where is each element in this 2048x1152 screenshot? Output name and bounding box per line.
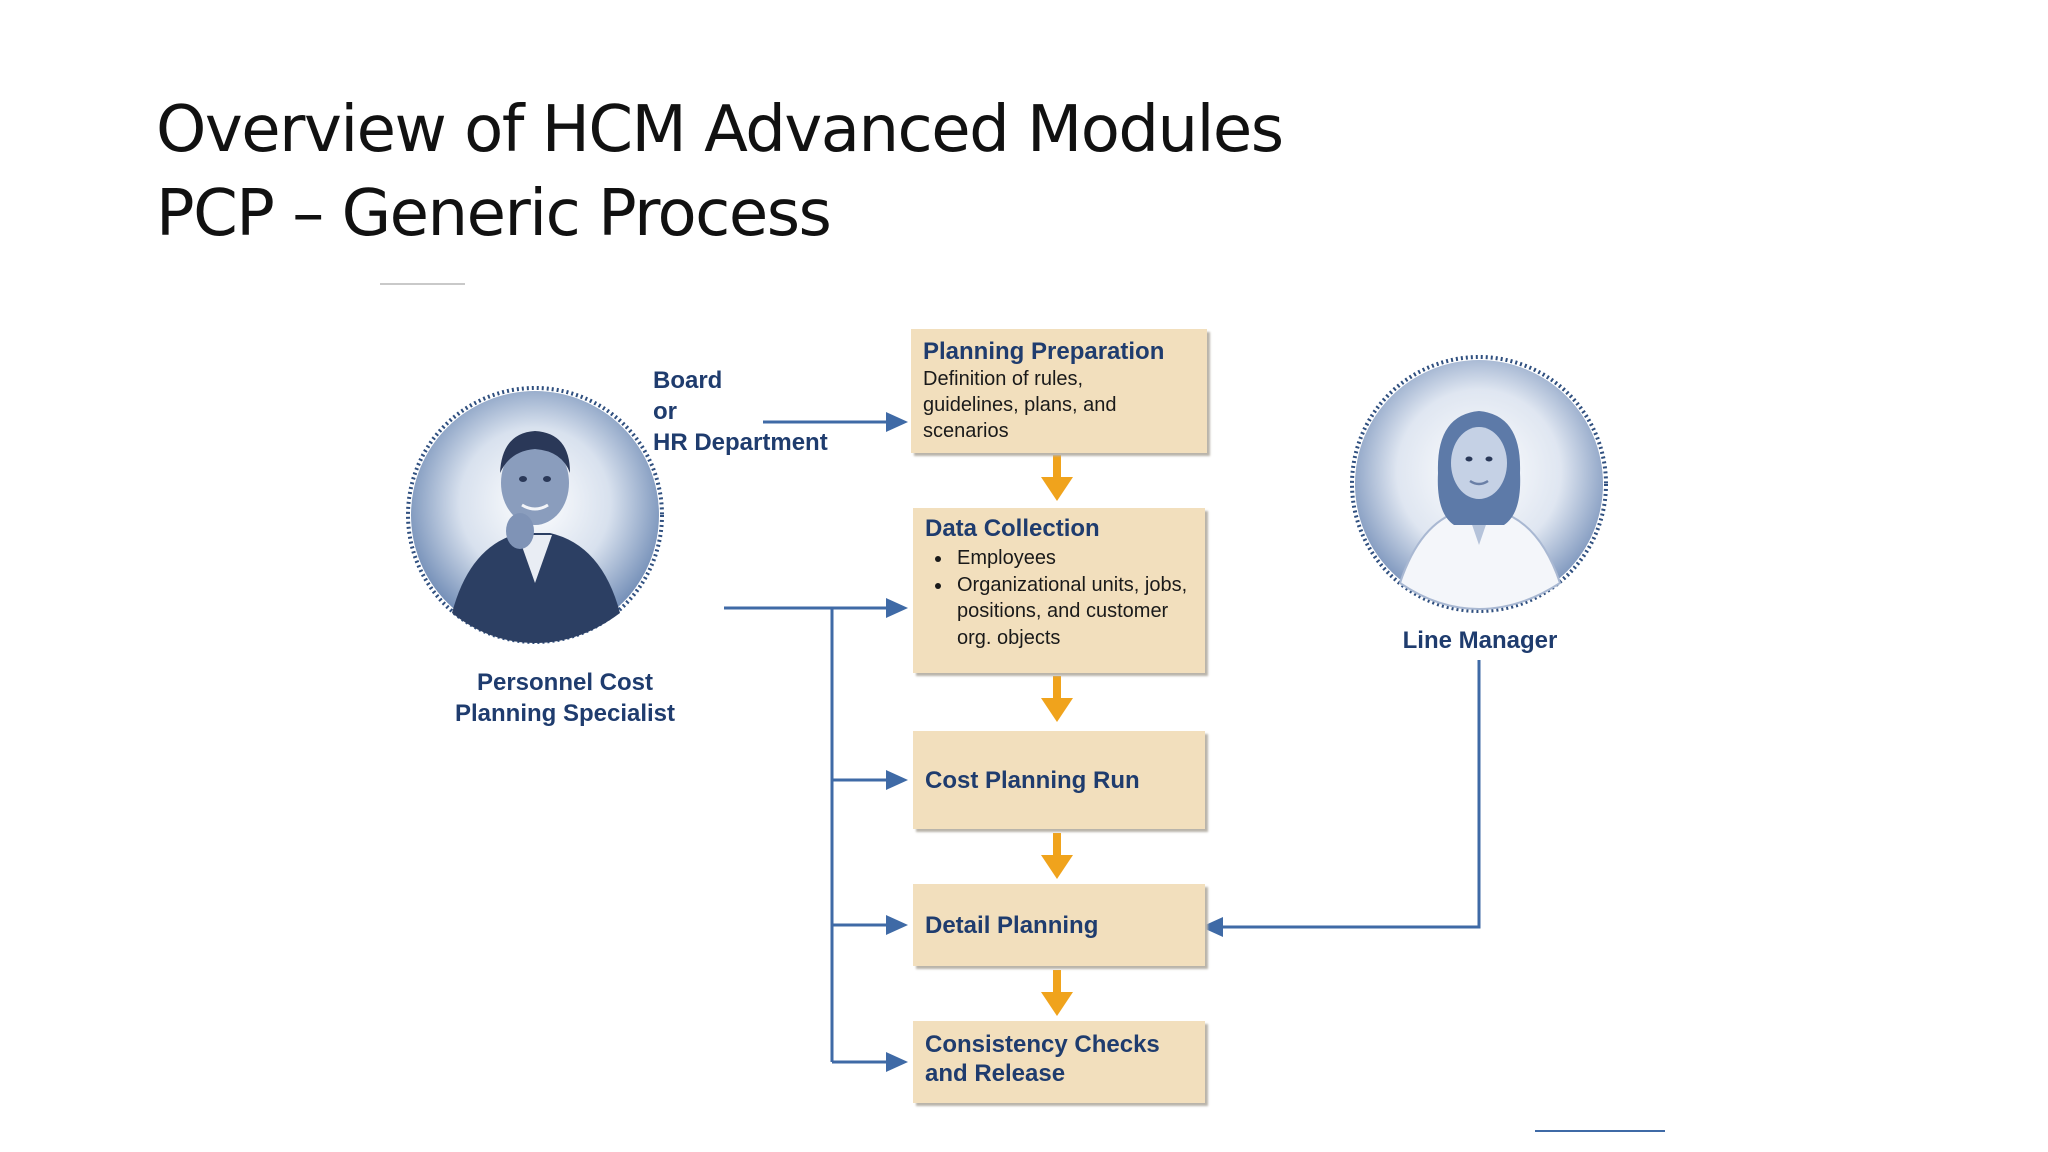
list-item: Organizational units, jobs, positions, a… — [953, 572, 1193, 652]
man-portrait — [406, 386, 664, 644]
specialist-label-line-2: Planning Specialist — [454, 700, 676, 727]
arrow-head-detail-planning — [886, 915, 908, 935]
board-arrow — [763, 412, 908, 432]
step-title: Detail Planning — [925, 911, 1099, 939]
flow-arrow-3 — [1041, 833, 1073, 879]
process-diagram: Board or HR Department Personnel Cost Pl… — [380, 283, 1670, 1152]
flow-arrow-1 — [1041, 455, 1073, 501]
woman-portrait — [1350, 355, 1608, 613]
step-data-collection: Data Collection Employees Organizational… — [913, 508, 1205, 673]
step-title: Consistency Checks — [925, 1031, 1160, 1058]
step-title: Cost Planning Run — [925, 766, 1140, 794]
arrow-head-consistency — [886, 1052, 908, 1072]
specialist-label-line-1: Personnel Cost — [476, 669, 654, 696]
flow-arrow-4 — [1041, 970, 1073, 1016]
arrow-head-cost-planning — [886, 770, 908, 790]
title-line-1: Overview of HCM Advanced Modules — [156, 93, 1284, 167]
board-label-line-3: HR Department — [653, 429, 828, 456]
step-description-line: guidelines, plans, and — [923, 394, 1117, 416]
step-description: Definition of rules, guidelines, plans, … — [923, 366, 1195, 444]
specialist-connectors — [724, 606, 888, 1064]
line-manager-label: Line Manager — [1402, 627, 1558, 654]
arrow-head-data-collection — [886, 598, 908, 618]
step-detail-planning: Detail Planning — [913, 884, 1205, 966]
step-title: Data Collection — [925, 515, 1100, 542]
step-bullet-list: Employees Organizational units, jobs, po… — [925, 545, 1193, 651]
slide-title: Overview of HCM Advanced Modules PCP – G… — [156, 88, 1284, 256]
step-description-line: Definition of rules, — [923, 368, 1084, 390]
step-planning-preparation: Planning Preparation Definition of rules… — [911, 329, 1207, 453]
board-label-line-2: or — [653, 398, 677, 425]
diagram-connectors — [380, 283, 1665, 1132]
list-item: Employees — [953, 545, 1193, 572]
board-label-line-1: Board — [653, 367, 723, 394]
step-consistency-checks: Consistency Checks and Release — [913, 1021, 1205, 1103]
line-manager-connector — [1201, 660, 1481, 937]
step-title: Planning Preparation — [923, 338, 1165, 365]
step-title-line-2: and Release — [925, 1060, 1066, 1087]
specialist-label: Personnel Cost Planning Specialist — [420, 667, 710, 729]
flow-arrow-2 — [1041, 676, 1073, 722]
step-description-line: scenarios — [923, 420, 1009, 442]
step-cost-planning-run: Cost Planning Run — [913, 731, 1205, 829]
board-label: Board or HR Department — [653, 365, 828, 458]
title-line-2: PCP – Generic Process — [156, 177, 832, 251]
